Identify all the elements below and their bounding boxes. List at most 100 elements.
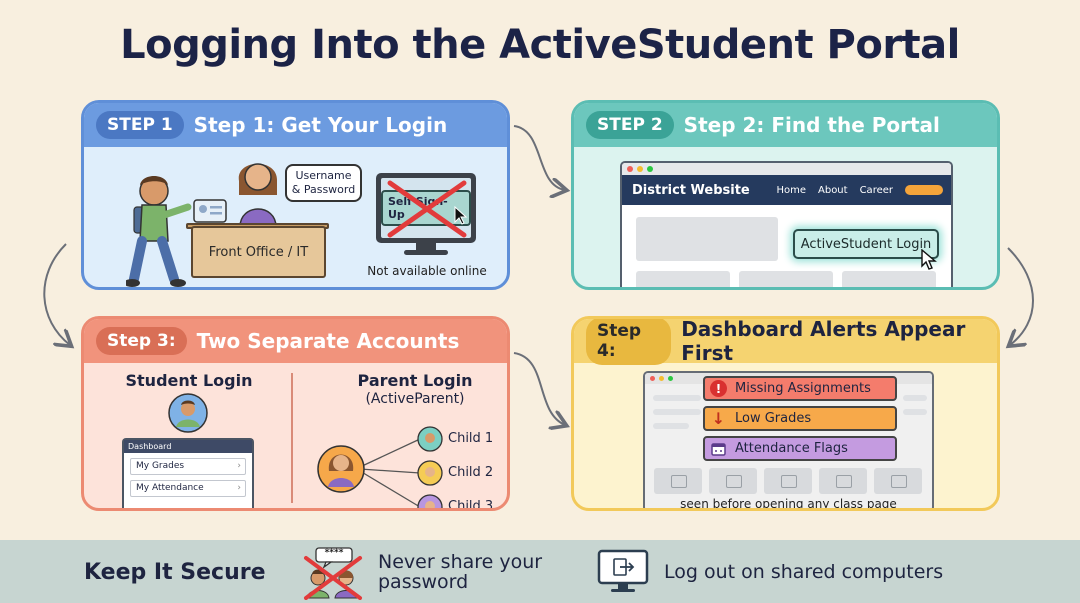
step3-body: Student Login Dashboard My Grades › My A…: [84, 363, 507, 508]
accounts-divider: [291, 373, 293, 503]
content-block: [739, 271, 833, 287]
arrow-step1-to-step3: [43, 243, 70, 345]
step2-card: STEP 2 Step 2: Find the Portal District …: [571, 100, 1000, 290]
child1-avatar-icon: [417, 426, 443, 452]
class-page-tile: [709, 468, 757, 494]
step3-heading: Two Separate Accounts: [196, 329, 460, 353]
step4-heading: Dashboard Alerts Appear First: [681, 317, 966, 365]
class-page-tile: [764, 468, 812, 494]
browser-titlebar: [622, 163, 951, 175]
parent-children-links: [317, 438, 421, 508]
credentials-bubble: Username & Password: [285, 164, 362, 202]
step2-pill: STEP 2: [586, 111, 674, 139]
dashboard-item-my-attendance[interactable]: My Attendance ›: [130, 480, 246, 497]
cursor-icon: [921, 249, 937, 270]
class-page-tile: [654, 468, 702, 494]
child2-label: Child 2: [448, 465, 494, 480]
content-block: [842, 271, 936, 287]
maximize-dot-icon: [647, 166, 653, 172]
site-name: District Website: [632, 182, 750, 198]
step2-body: District Website Home About Career Activ…: [574, 147, 997, 287]
student-avatar-icon: [168, 393, 208, 433]
nav-home[interactable]: Home: [776, 184, 806, 196]
parent-login-label: Parent Login: [357, 371, 473, 390]
not-available-caption: Not available online: [367, 264, 487, 278]
nav-orange-button[interactable]: [905, 185, 943, 195]
dashboard-item-label: My Attendance: [136, 483, 204, 493]
class-page-tile: [819, 468, 867, 494]
front-office-desk: Front Office / IT: [191, 226, 326, 278]
class-page-tile: [874, 468, 922, 494]
site-navbar: District Website Home About Career: [622, 175, 951, 205]
step4-header: Step 4: Dashboard Alerts Appear First: [574, 317, 997, 365]
step4-pill: Step 4:: [586, 319, 672, 365]
student-login-label: Student Login: [125, 371, 253, 390]
logout-monitor-icon: [597, 549, 649, 592]
arrow-step1-to-step2: [513, 125, 565, 190]
staff-figure-icon: [238, 163, 278, 227]
tip1-line1: Never share your: [378, 551, 543, 573]
step3-header: Step 3: Two Separate Accounts: [84, 319, 507, 363]
arrow-step2-to-step4: [1008, 247, 1034, 345]
dashboard-item-my-grades[interactable]: My Grades ›: [130, 458, 246, 475]
content-block: [636, 217, 778, 261]
nav-about[interactable]: About: [818, 184, 848, 196]
chevron-right-icon: ›: [237, 461, 241, 471]
footer-heading: Keep It Secure: [84, 560, 266, 585]
alert-attendance-flags[interactable]: Attendance Flags: [703, 436, 897, 461]
browser-window: District Website Home About Career Activ…: [620, 161, 953, 287]
no-sharing-icon: [304, 547, 362, 600]
arrow-down-icon: ↓: [711, 409, 726, 428]
minimize-dot-icon: [659, 376, 664, 381]
minimize-dot-icon: [637, 166, 643, 172]
page-title: Logging Into the ActiveStudent Portal: [120, 22, 960, 68]
alert-low-grades[interactable]: ↓ Low Grades: [703, 406, 897, 431]
alert-label: Missing Assignments: [735, 381, 871, 396]
exclamation-icon: !: [710, 380, 727, 397]
dashboard-title: Dashboard: [124, 440, 252, 453]
placeholder-line: [653, 395, 701, 401]
alert-missing-assignments[interactable]: ! Missing Assignments: [703, 376, 897, 401]
close-dot-icon: [627, 166, 633, 172]
alert-label: Attendance Flags: [735, 441, 848, 456]
placeholder-line: [653, 409, 701, 415]
id-card-icon: [193, 199, 227, 223]
alerts-caption: seen before opening any class page: [680, 497, 897, 511]
tip1-line2: password: [378, 571, 469, 593]
placeholder-line: [903, 395, 927, 401]
child2-avatar-icon: [417, 460, 443, 486]
child3-label: Child 3: [448, 499, 494, 511]
nav-career[interactable]: Career: [859, 184, 893, 196]
step4-card: Step 4: Dashboard Alerts Appear First ! …: [571, 316, 1000, 511]
parent-login-subtitle: (ActiveParent): [365, 391, 465, 407]
student-figure-icon: [126, 176, 192, 287]
placeholder-line: [653, 423, 689, 429]
step2-heading: Step 2: Find the Portal: [683, 113, 940, 137]
cross-out-icon: [387, 180, 467, 238]
step1-card: STEP 1 Step 1: Get Your Login: [81, 100, 510, 290]
child1-label: Child 1: [448, 431, 494, 446]
calendar-icon: [710, 440, 727, 457]
arrow-step3-to-step4: [513, 352, 565, 425]
step3-card: Step 3: Two Separate Accounts Student Lo…: [81, 316, 510, 511]
step1-header: STEP 1 Step 1: Get Your Login: [84, 103, 507, 147]
dashboard-item-label: My Grades: [136, 461, 185, 471]
close-dot-icon: [650, 376, 655, 381]
security-footer: Keep It Secure **** Never share your pas…: [0, 540, 1080, 603]
password-mask-badge: ****: [324, 548, 344, 558]
bubble-line2: & Password: [291, 183, 356, 196]
step4-body: ! Missing Assignments ↓ Low Grades Atten…: [574, 363, 997, 508]
alert-label: Low Grades: [735, 411, 812, 426]
monitor-base: [404, 250, 448, 255]
step1-pill: STEP 1: [96, 111, 184, 139]
tip-never-share: Never share your password: [378, 552, 542, 592]
activestudent-login-button[interactable]: ActiveStudent Login: [793, 229, 939, 259]
tip-log-out: Log out on shared computers: [664, 561, 944, 583]
step1-heading: Step 1: Get Your Login: [193, 113, 448, 137]
step2-header: STEP 2 Step 2: Find the Portal: [574, 103, 997, 147]
monitor-stand: [416, 243, 436, 251]
cursor-icon: [454, 206, 468, 225]
alerts-dashboard: ! Missing Assignments ↓ Low Grades Atten…: [643, 371, 934, 508]
placeholder-line: [903, 409, 927, 415]
